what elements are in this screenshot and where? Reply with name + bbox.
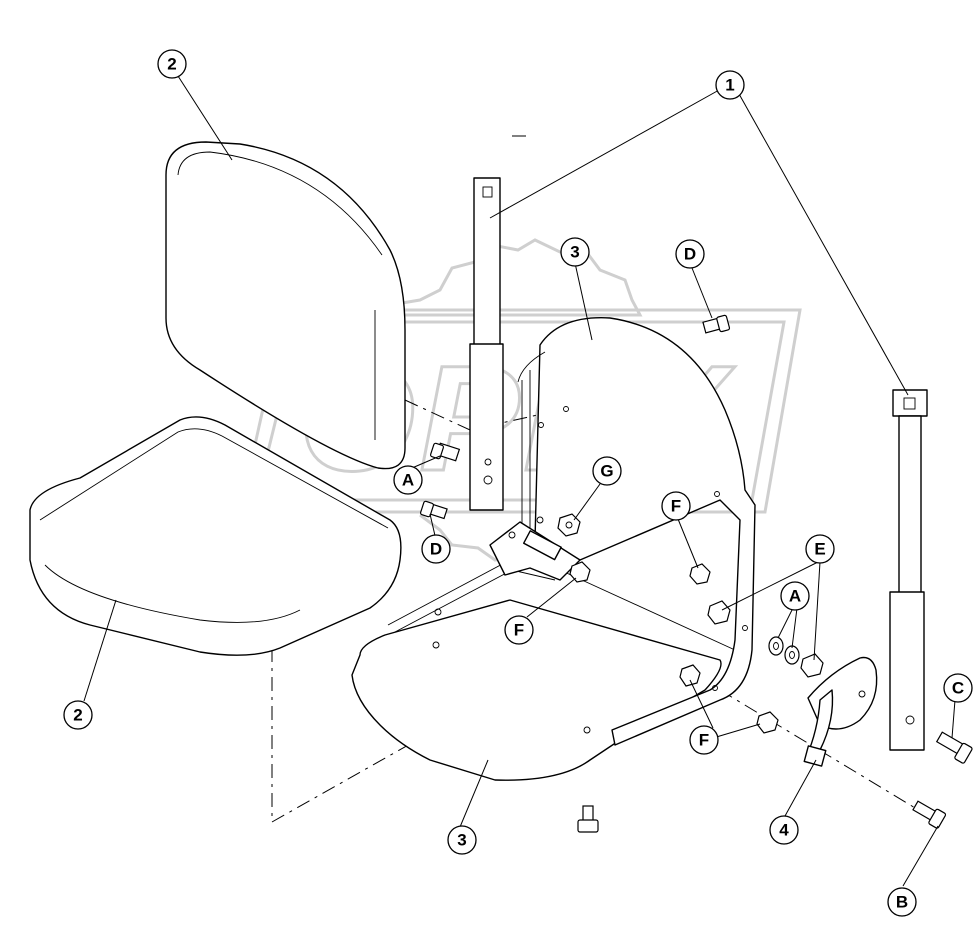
callout-label: C bbox=[952, 679, 964, 698]
latch-lever bbox=[803, 656, 878, 767]
callout-2-seat: 2 bbox=[63, 700, 93, 730]
callout-label: 3 bbox=[457, 831, 466, 850]
back-plate-hole bbox=[714, 491, 720, 497]
callout-1-top: 1 bbox=[715, 70, 745, 100]
bolt-a-upper bbox=[430, 442, 461, 462]
leader-lines bbox=[83, 75, 956, 887]
callout-label: F bbox=[699, 731, 709, 750]
callout-label: D bbox=[684, 245, 696, 264]
callout-d-lower: D bbox=[421, 534, 451, 564]
callout-label: B bbox=[896, 893, 908, 912]
callout-4-lever: 4 bbox=[769, 815, 799, 845]
callout-label: F bbox=[514, 621, 524, 640]
bolt-c bbox=[935, 731, 973, 764]
back-plate-hole bbox=[563, 406, 569, 412]
back-plate-hole bbox=[712, 685, 718, 691]
callout-label: 3 bbox=[570, 243, 579, 262]
nut-f-upper bbox=[689, 563, 711, 585]
callout-f-upper: F bbox=[661, 491, 691, 521]
callout-d-upper: D bbox=[675, 239, 705, 269]
strap-left bbox=[469, 177, 504, 511]
callout-f-hinge: F bbox=[504, 615, 534, 645]
seat-pan-hole bbox=[432, 641, 440, 649]
callout-a-bolt: A bbox=[393, 465, 423, 495]
bolt-d-upper bbox=[702, 314, 731, 334]
callout-label: 1 bbox=[725, 76, 734, 95]
back-plate-hole bbox=[538, 422, 544, 428]
backrest-cushion bbox=[165, 141, 406, 470]
back-plate-hole bbox=[742, 625, 748, 631]
callout-label: F bbox=[671, 497, 681, 516]
hinge-plate bbox=[489, 516, 581, 581]
seat-pan-hole bbox=[583, 726, 591, 734]
callout-g: G bbox=[592, 456, 622, 486]
nut-f-hinge bbox=[569, 561, 591, 583]
nut-f-lower bbox=[679, 664, 779, 734]
bolt-b bbox=[912, 800, 947, 829]
seat-pan-hole bbox=[434, 608, 442, 616]
callout-label: A bbox=[789, 587, 801, 606]
washer-a bbox=[768, 636, 800, 665]
seat-pan bbox=[351, 559, 736, 781]
callout-label: 2 bbox=[73, 706, 82, 725]
callout-f-lower: F bbox=[689, 725, 719, 755]
callout-3-seat-pan: 3 bbox=[447, 825, 477, 855]
seat-cushion bbox=[29, 416, 402, 656]
strap-right bbox=[889, 389, 928, 751]
bolt-bottom bbox=[577, 805, 599, 833]
bracket-bolt-centerline bbox=[719, 689, 941, 824]
callout-3-back-plate: 3 bbox=[560, 237, 590, 267]
callout-label: A bbox=[402, 471, 414, 490]
callout-label: E bbox=[814, 540, 825, 559]
callout-a-washer: A bbox=[780, 581, 810, 611]
nut-e bbox=[707, 600, 824, 678]
back-plate-bracket bbox=[517, 317, 756, 746]
bolt-d-lower bbox=[420, 500, 448, 520]
callout-b: B bbox=[887, 887, 917, 917]
callout-c: C bbox=[943, 673, 973, 703]
callout-label: G bbox=[600, 462, 613, 481]
callout-e: E bbox=[805, 534, 835, 564]
callout-label: D bbox=[430, 540, 442, 559]
callout-2-backrest: 2 bbox=[157, 49, 187, 79]
hardware bbox=[420, 314, 973, 833]
callout-label: 4 bbox=[779, 821, 789, 840]
callout-label: 2 bbox=[167, 55, 176, 74]
